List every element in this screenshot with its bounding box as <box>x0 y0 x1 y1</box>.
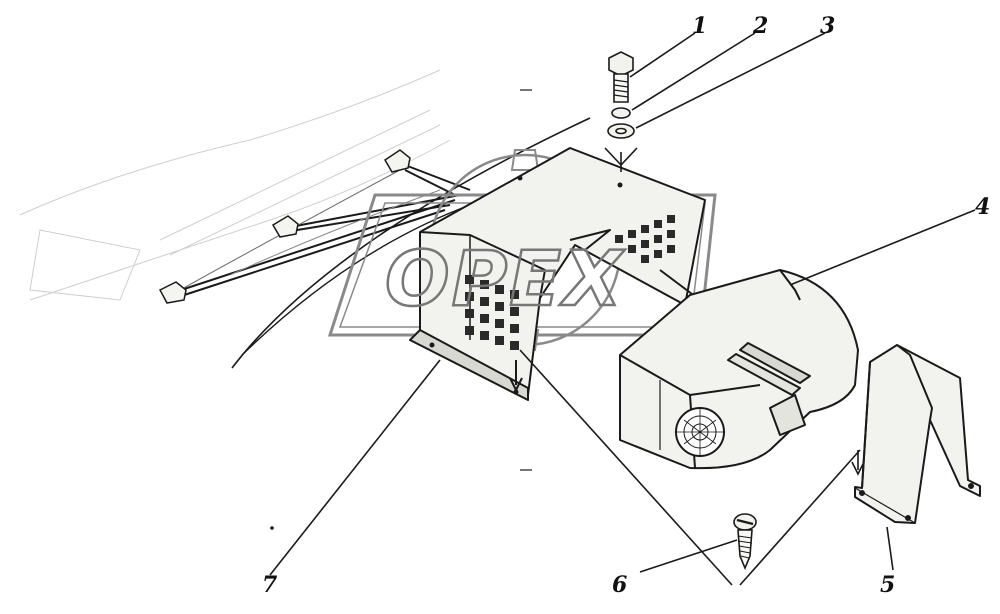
vent-slot <box>654 235 662 243</box>
part-7-mounting-bracket <box>409 147 706 401</box>
mount-hole <box>517 175 523 181</box>
vent-slot <box>465 326 474 335</box>
vent-slot <box>667 215 675 223</box>
vent-slot <box>465 275 474 284</box>
part-1-bolt-head <box>608 51 634 77</box>
connector-clip <box>158 281 187 304</box>
vent-slot <box>615 235 623 243</box>
vent-slot <box>510 341 519 350</box>
vent-slot <box>480 314 489 323</box>
part-4-heater-fan-unit <box>619 269 859 470</box>
vent-slot <box>510 324 519 333</box>
part-5-shield-cover <box>854 344 981 524</box>
vent-slot <box>628 245 636 253</box>
leader-line-6 <box>639 539 738 573</box>
leader-line-2 <box>631 32 756 111</box>
stray-marks <box>270 89 532 530</box>
vent-slot <box>654 220 662 228</box>
leader-line-1 <box>629 32 696 78</box>
connector-clip <box>271 215 299 238</box>
mount-hole <box>429 342 435 348</box>
vent-slot <box>465 309 474 318</box>
callout-7: 7 <box>262 572 278 598</box>
part-1-bolt-shank <box>613 73 629 103</box>
bracket-mount-holes <box>429 175 623 395</box>
connector-clips <box>158 149 411 304</box>
vent-slot <box>495 285 504 294</box>
leader-line-3 <box>635 32 826 129</box>
vent-slot <box>495 302 504 311</box>
callout-3: 3 <box>820 13 835 39</box>
vent-slot <box>510 307 519 316</box>
ventilation-grid-rear <box>615 215 675 263</box>
connector-clip <box>383 149 411 173</box>
callout-6: 6 <box>612 572 627 598</box>
leader-line-4 <box>789 209 976 286</box>
screw-leader-b <box>739 449 861 586</box>
vent-slot <box>641 240 649 248</box>
fastener-set <box>604 51 638 172</box>
vent-slot <box>480 331 489 340</box>
callout-1: 1 <box>692 13 707 39</box>
watermark-text: OPEX <box>385 234 625 323</box>
mount-hole <box>617 182 623 188</box>
vent-slot <box>480 297 489 306</box>
callout-labels: 1 2 3 4 5 6 7 <box>262 13 990 598</box>
vent-slot <box>667 230 675 238</box>
vent-slot <box>641 225 649 233</box>
vent-slot <box>465 292 474 301</box>
screw-direction-arrow <box>509 360 523 393</box>
vent-slot <box>628 230 636 238</box>
ventilation-grid-front <box>465 275 519 350</box>
leader-line-7 <box>269 359 441 576</box>
callout-5: 5 <box>880 572 895 598</box>
part-2-spring-washer <box>611 107 631 119</box>
vent-slot <box>480 280 489 289</box>
vent-slot <box>641 255 649 263</box>
vent-slot <box>510 290 519 299</box>
screw-leader-a <box>519 349 733 586</box>
vent-slot <box>495 319 504 328</box>
vent-slot <box>667 245 675 253</box>
callout-4: 4 <box>975 194 990 220</box>
vent-slot <box>654 250 662 258</box>
part-6-self-tapping-screw <box>733 513 757 571</box>
callout-2: 2 <box>752 13 768 39</box>
leader-lines <box>269 32 976 586</box>
leader-line-5 <box>886 526 894 571</box>
vent-slot <box>495 336 504 345</box>
